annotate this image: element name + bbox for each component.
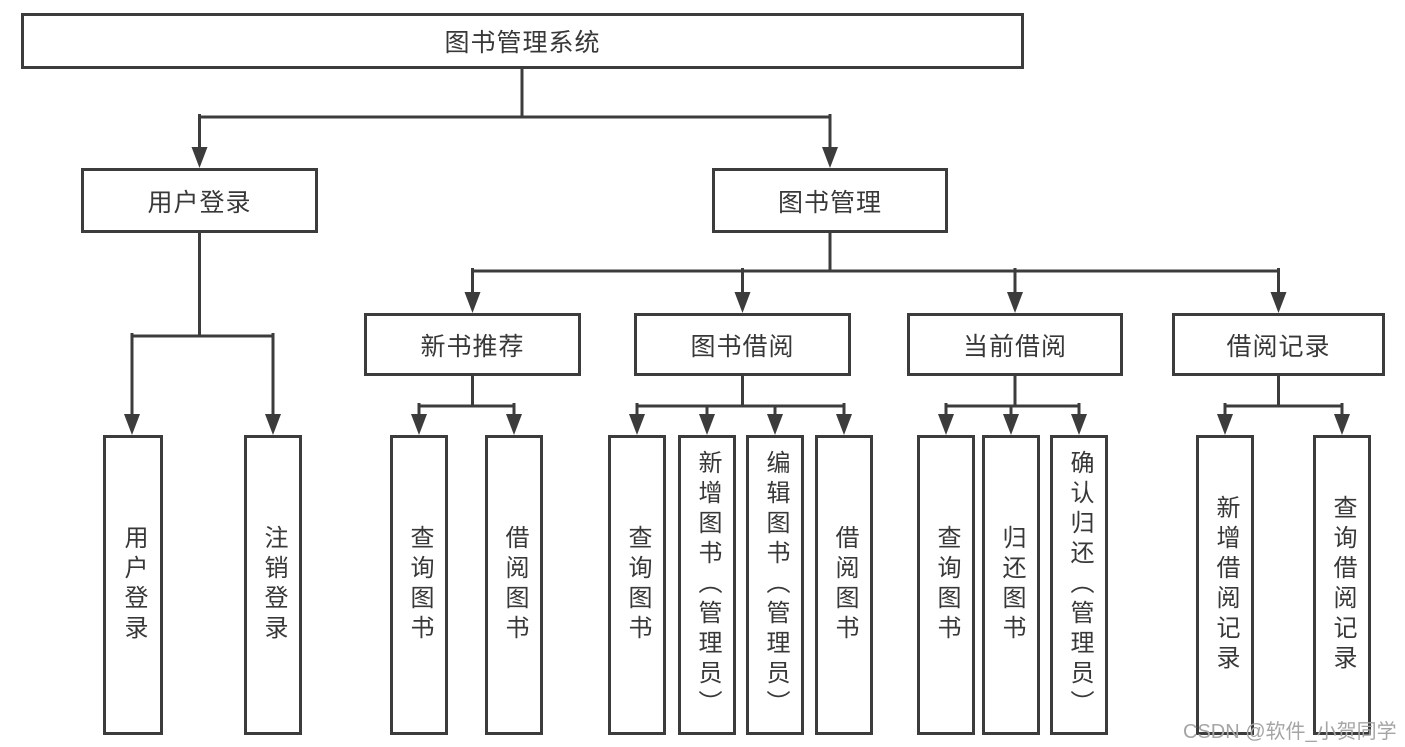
node-label: 确认归还（管理员） [1066,450,1093,720]
node-label: 新增图书（管理员） [694,450,721,720]
node-label: 借阅记录 [1226,332,1331,361]
node-label: 当前借阅 [962,332,1067,361]
node-book-borrow: 图书借阅 [634,313,851,376]
leaf-bb-query-books: 查询图书 [608,435,666,735]
node-label: 注销登录 [260,525,287,645]
node-user-login: 用户登录 [81,168,318,233]
leaf-bb-edit-books-admin: 编辑图书（管理员） [746,435,804,735]
leaf-cb-return-books: 归还图书 [982,435,1040,735]
node-label: 图书借阅 [690,332,795,361]
node-current-borrow: 当前借阅 [907,313,1123,376]
node-label: 图书管理 [777,188,882,217]
node-label: 查询借阅记录 [1329,495,1356,675]
leaf-cb-confirm-return-admin: 确认归还（管理员） [1050,435,1108,735]
node-label: 用户登录 [120,525,147,645]
node-label: 查询图书 [933,525,960,645]
node-borrow-records: 借阅记录 [1172,313,1385,376]
leaf-bb-add-books-admin: 新增图书（管理员） [678,435,736,735]
node-book-management: 图书管理 [712,168,948,233]
leaf-cb-query-books: 查询图书 [917,435,975,735]
arrowheads [124,147,1350,435]
node-label: 查询图书 [406,525,433,645]
leaf-user-login: 用户登录 [103,435,163,735]
leaf-nb-query-books: 查询图书 [390,435,448,735]
node-label: 借阅图书 [501,525,528,645]
leaf-logout: 注销登录 [244,435,302,735]
node-label: 归还图书 [998,525,1025,645]
node-label: 查询图书 [624,525,651,645]
watermark: CSDN @软件_小贺同学 [1183,721,1397,743]
node-label: 新书推荐 [420,332,525,361]
node-new-book-recommend: 新书推荐 [364,313,581,376]
node-label: 用户登录 [147,188,252,217]
leaf-br-query-record: 查询借阅记录 [1313,435,1371,735]
leaf-br-add-record: 新增借阅记录 [1196,435,1254,735]
leaf-nb-borrow-books: 借阅图书 [485,435,543,735]
node-label: 借阅图书 [831,525,858,645]
node-label: 新增借阅记录 [1212,495,1239,675]
leaf-bb-borrow-books: 借阅图书 [815,435,873,735]
node-label: 编辑图书（管理员） [762,450,789,720]
node-root: 图书管理系统 [21,13,1024,69]
node-label: 图书管理系统 [444,29,601,57]
